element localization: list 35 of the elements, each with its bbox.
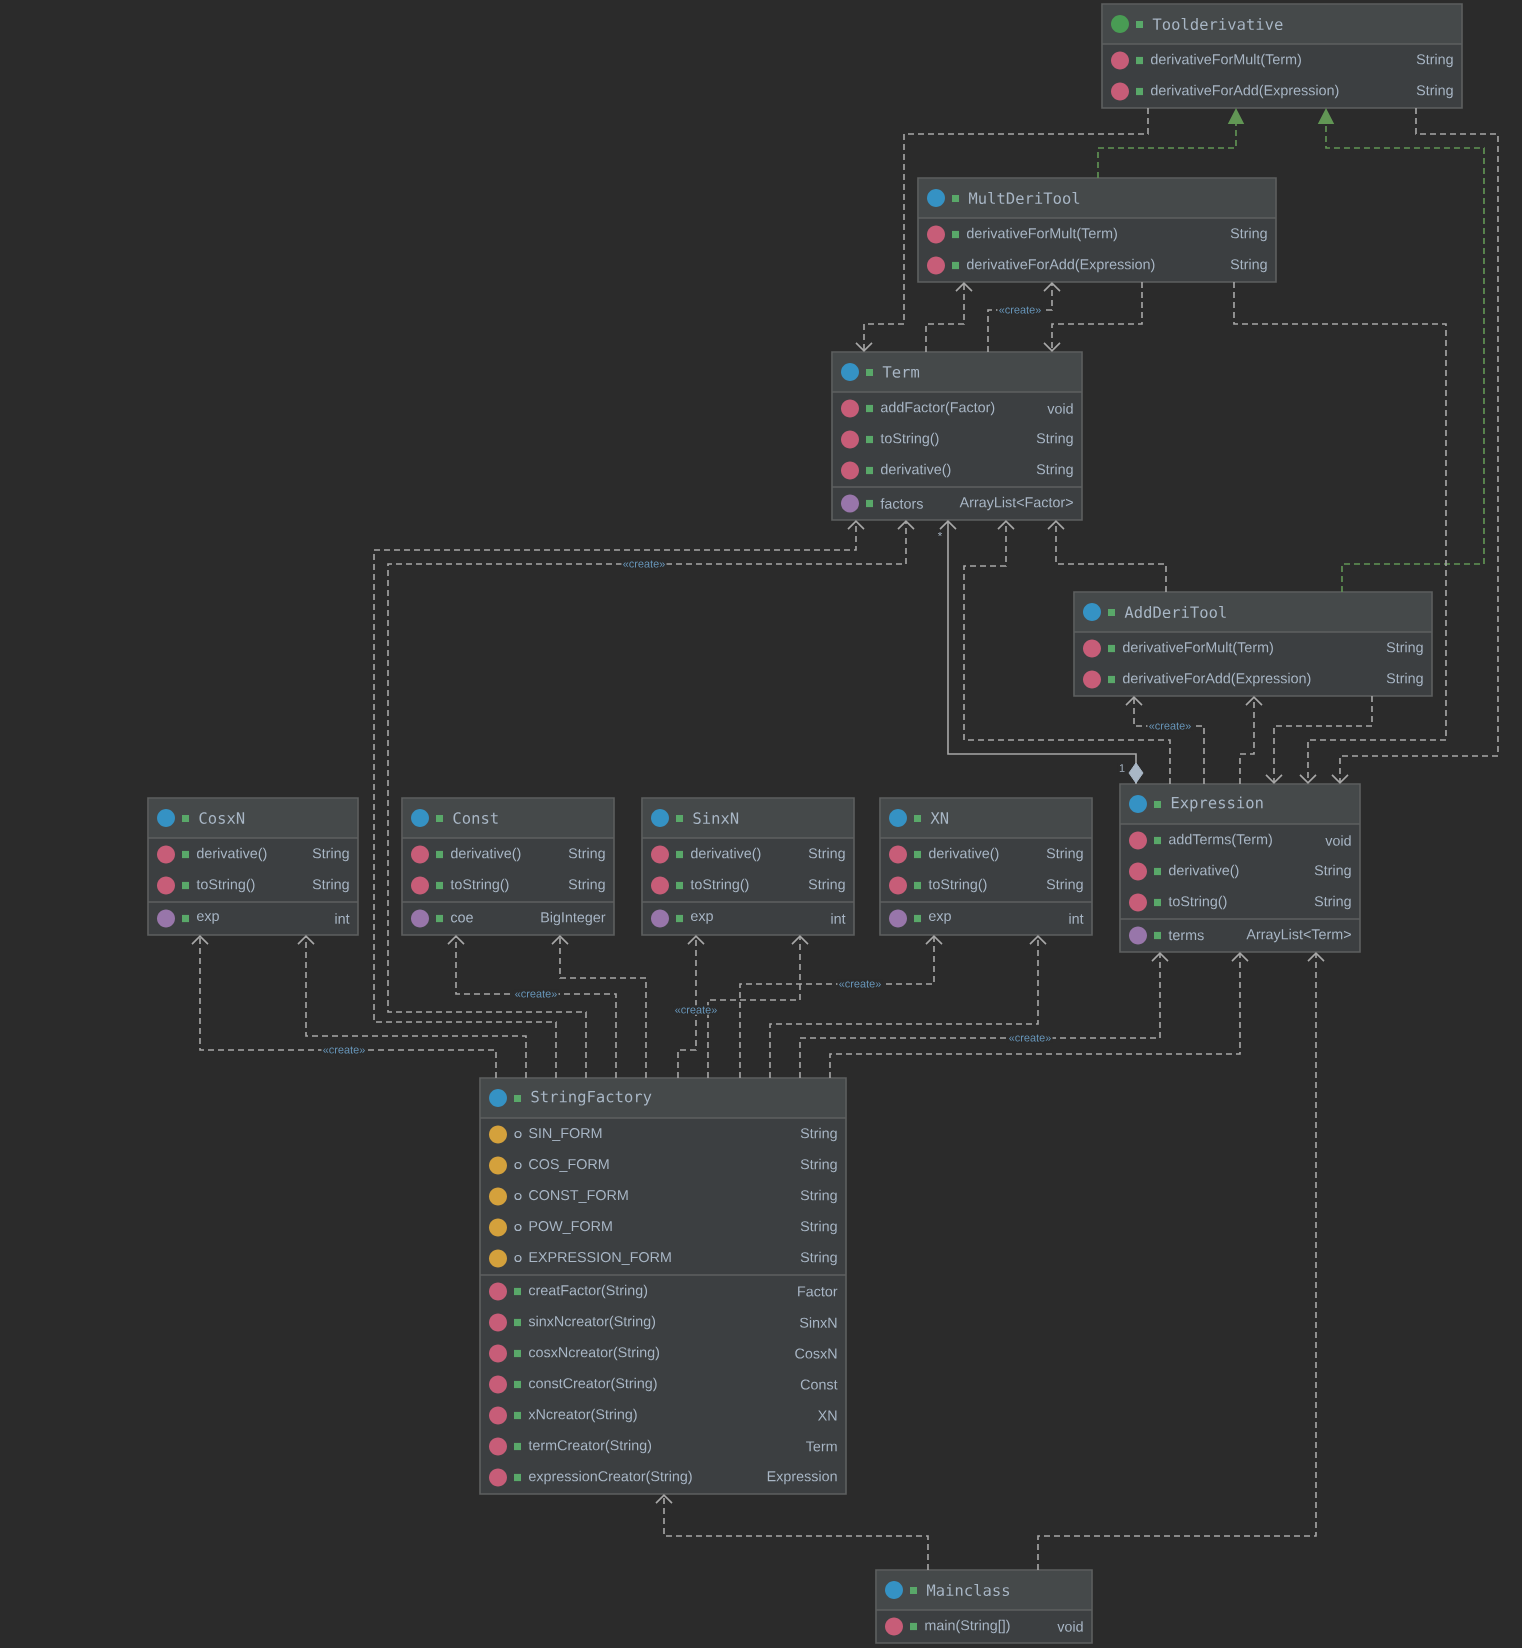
arrow bbox=[191, 935, 497, 1079]
arrow bbox=[1239, 696, 1263, 785]
arrow bbox=[1043, 281, 1143, 352]
arrow bbox=[855, 107, 1149, 352]
class-box bbox=[831, 351, 1083, 521]
class-box bbox=[401, 797, 615, 936]
class-box bbox=[1101, 3, 1463, 109]
arrow bbox=[707, 935, 809, 1079]
arrow bbox=[829, 952, 1249, 1079]
arrow bbox=[739, 935, 943, 1079]
arrow bbox=[1037, 952, 1325, 1571]
arrow bbox=[1047, 520, 1167, 593]
arrow bbox=[799, 952, 1169, 1079]
class-box bbox=[479, 1077, 847, 1495]
arrow bbox=[1125, 696, 1205, 785]
arrow bbox=[925, 282, 973, 353]
class-box bbox=[1119, 783, 1361, 953]
arrow bbox=[939, 520, 1137, 785]
arrow bbox=[963, 520, 1171, 785]
class-box bbox=[879, 797, 1093, 936]
class-box bbox=[1073, 591, 1433, 697]
arrow bbox=[1265, 695, 1373, 784]
class-box bbox=[147, 797, 359, 936]
arrow bbox=[1331, 107, 1499, 784]
arrow bbox=[655, 1494, 929, 1571]
class-box bbox=[641, 797, 855, 936]
arrow bbox=[677, 935, 705, 1079]
arrow bbox=[551, 935, 647, 1079]
class-box bbox=[917, 177, 1277, 283]
arrow bbox=[769, 935, 1047, 1079]
class-box bbox=[875, 1569, 1093, 1644]
arrow bbox=[1233, 281, 1447, 784]
arrow bbox=[987, 282, 1061, 353]
arrow bbox=[447, 935, 617, 1079]
arrow bbox=[297, 935, 527, 1079]
